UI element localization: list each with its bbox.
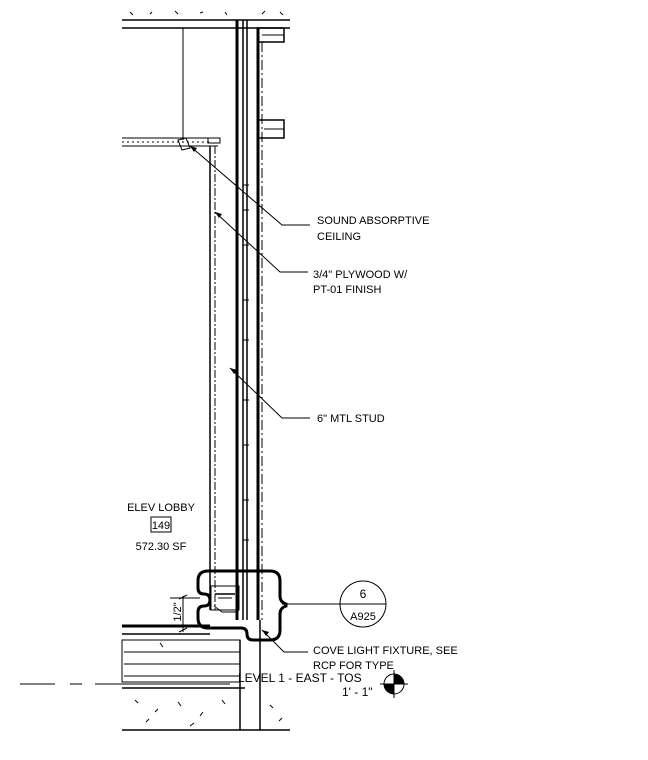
cove-note-line2: RCP FOR TYPE [313,660,394,672]
room-area: 572.30 SF [136,541,187,553]
steel-beam [257,27,285,43]
steel-clip [257,119,285,139]
stud-note: 6" MTL STUD [317,413,385,425]
dimension-half-inch: 1/2" [170,594,200,633]
detail-number: 6 [360,587,367,601]
ceiling-hanger [177,28,191,151]
stud-leader-arrow [230,368,237,374]
plywood-note-line1: 3/4" PLYWOOD W/ [313,269,408,281]
top-slab [122,10,290,29]
ceiling-leader-arrow [190,146,197,152]
detail-sheet: A925 [350,611,376,623]
annotations: SOUND ABSORPTIVE CEILING 3/4" PLYWOOD W/… [313,215,458,672]
level-marker: LEVEL 1 - EAST - TOS 1' - 1" [20,670,408,699]
level-name: LEVEL 1 - EAST - TOS [238,671,362,685]
dimension-label: 1/2" [172,602,184,621]
plywood-panel [209,145,218,610]
level-target-icon [380,670,408,698]
leader-lines [189,145,340,653]
cove-leader-arrow [262,630,269,636]
room-tag: ELEV LOBBY 149 572.30 SF [127,502,196,553]
acoustic-ceiling [122,137,221,147]
stud-leader [229,367,310,419]
cove-note-line1: COVE LIGHT FIXTURE, SEE [313,645,458,657]
metal-stud-wall [235,20,263,620]
room-number: 149 [152,520,170,532]
ceiling-note-line1: SOUND ABSORPTIVE [317,215,429,227]
room-name: ELEV LOBBY [127,502,196,514]
ceiling-leader [189,145,310,226]
ceiling-note-line2: CEILING [317,231,361,243]
level-elevation: 1' - 1" [342,685,373,699]
plywood-leader-arrow [215,212,222,218]
detail-callout: 6 A925 [339,580,387,628]
cove-leader [261,629,308,653]
plywood-leader [214,211,308,273]
plywood-note-line2: PT-01 FINISH [313,284,382,296]
floor-slab [121,620,290,731]
